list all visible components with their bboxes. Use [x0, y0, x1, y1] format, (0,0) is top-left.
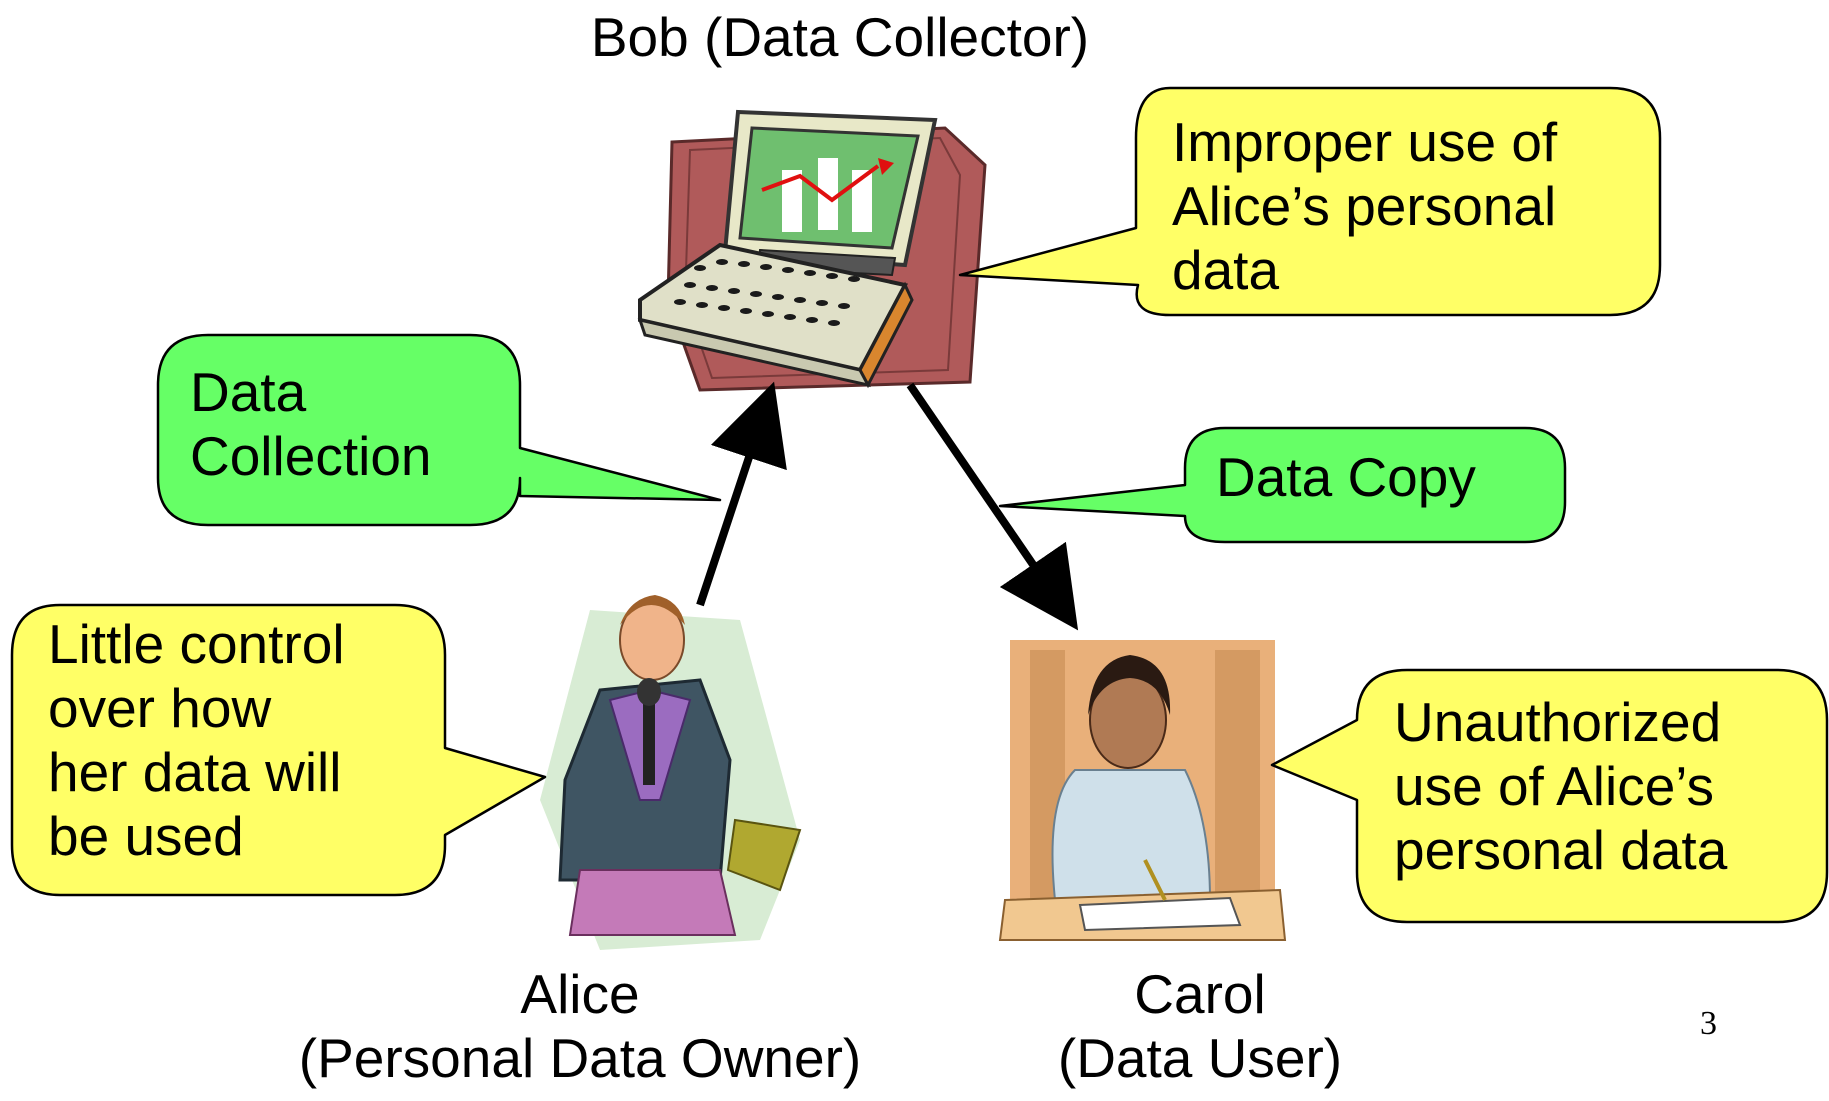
bob-label: Bob (Data Collector) [590, 6, 1090, 68]
unauthorized-use-text: Unauthorized use of Alice’s personal dat… [1394, 691, 1728, 881]
alice-figure [540, 595, 802, 950]
callout-improper-use [958, 86, 1662, 317]
carol-figure [998, 640, 1287, 941]
callout-data-copy [998, 426, 1567, 544]
callout-unauthorized-use [1270, 668, 1829, 924]
callout-data-collection [156, 333, 722, 527]
alice-label: Alice (Personal Data Owner) [298, 963, 862, 1089]
callout-little-control [10, 603, 547, 897]
carol-label: Carol (Data User) [1057, 963, 1343, 1089]
little-control-text: Little control over how her data will be… [48, 613, 345, 867]
computer-icon [637, 109, 987, 392]
slide-number: 3 [1700, 1005, 1717, 1042]
data-collection-text: Data Collection [190, 361, 432, 487]
data-copy-text: Data Copy [1216, 446, 1476, 508]
improper-use-text: Improper use of Alice’s personal data [1172, 111, 1558, 301]
data-collection-arrow [696, 381, 787, 607]
data-copy-arrow [906, 382, 1079, 631]
